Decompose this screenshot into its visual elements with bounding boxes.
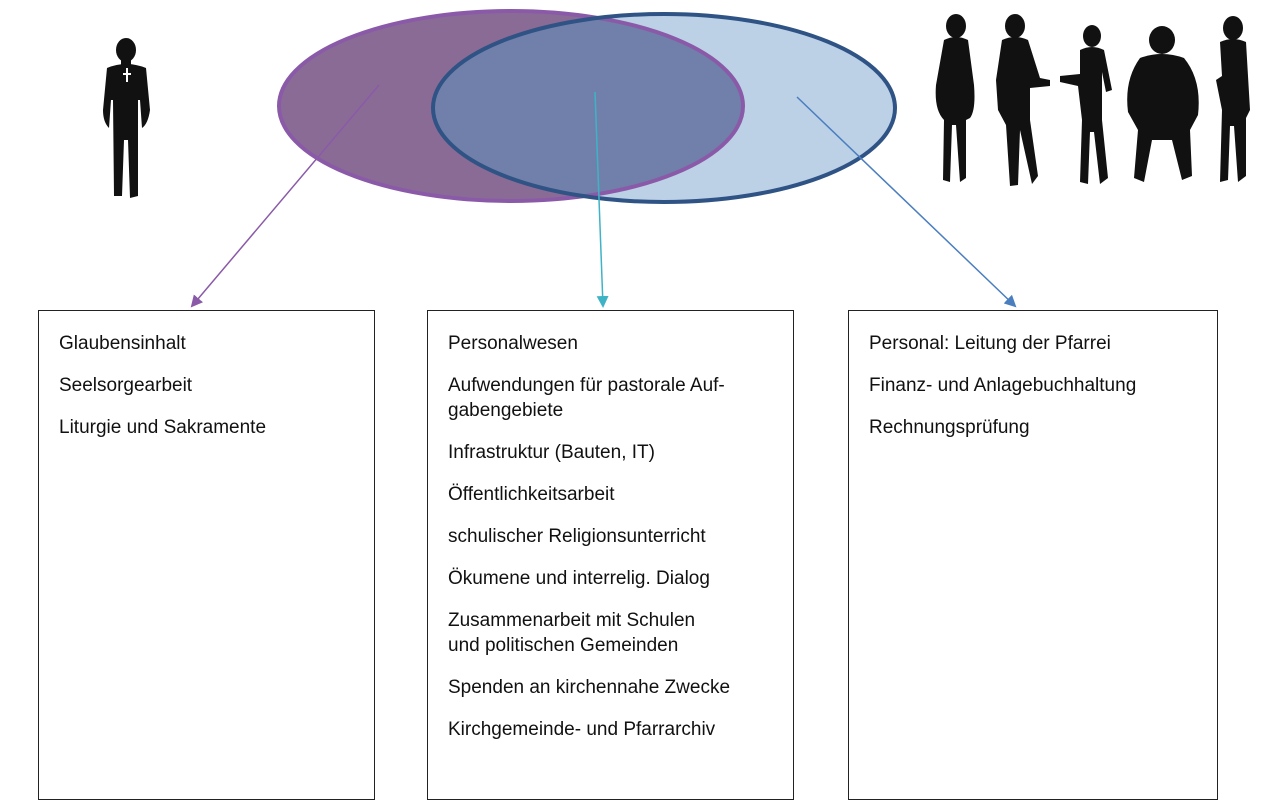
left-set-outline — [277, 9, 745, 203]
overlap-region — [433, 14, 743, 201]
right-item-list: Personal: Leitung der Pfarrei Finanz- un… — [869, 331, 1217, 440]
box-middle: Personalwesen Aufwendungen für pastorale… — [427, 310, 794, 800]
list-item: Personalwesen — [448, 333, 578, 354]
arrow-middle — [594, 91, 609, 308]
list-item: Ökumene und interrelig. Dialog — [448, 568, 710, 589]
box-left: Glaubensinhalt Seelsorgearbeit Liturgie … — [38, 310, 375, 800]
list-item: Kirchgemeinde- und Pfarrarchiv — [448, 719, 716, 740]
people-group-silhouette-icon — [935, 14, 1250, 186]
list-item: schulischer Religionsunterricht — [448, 526, 706, 547]
middle-item-list: Personalwesen Aufwendungen für pastorale… — [448, 331, 793, 742]
list-item: Rechnungsprüfung — [869, 417, 1030, 438]
left-item-list: Glaubensinhalt Seelsorgearbeit Liturgie … — [59, 331, 374, 440]
priest-silhouette-icon — [103, 38, 150, 198]
list-item: Glaubensinhalt — [59, 333, 186, 354]
box-right: Personal: Leitung der Pfarrei Finanz- un… — [848, 310, 1218, 800]
list-item: Liturgie und Sakramente — [59, 417, 267, 438]
list-item: Personal: Leitung der Pfarrei — [869, 333, 1111, 354]
list-item: Öffentlichkeitsarbeit — [448, 484, 615, 505]
list-item: Finanz- und Anlagebuchhaltung — [869, 375, 1137, 396]
arrow-left — [190, 84, 380, 308]
list-item: Aufwendungen für pastorale Auf- gabengeb… — [448, 375, 725, 421]
list-item: Spenden an kirchennahe Zwecke — [448, 677, 731, 698]
list-item: Seelsorgearbeit — [59, 375, 193, 396]
right-set-outline — [431, 12, 897, 204]
arrow-right — [796, 96, 1017, 308]
list-item: Infrastruktur (Bauten, IT) — [448, 442, 655, 463]
list-item: Zusammenarbeit mit Schulen und politisch… — [448, 610, 696, 656]
